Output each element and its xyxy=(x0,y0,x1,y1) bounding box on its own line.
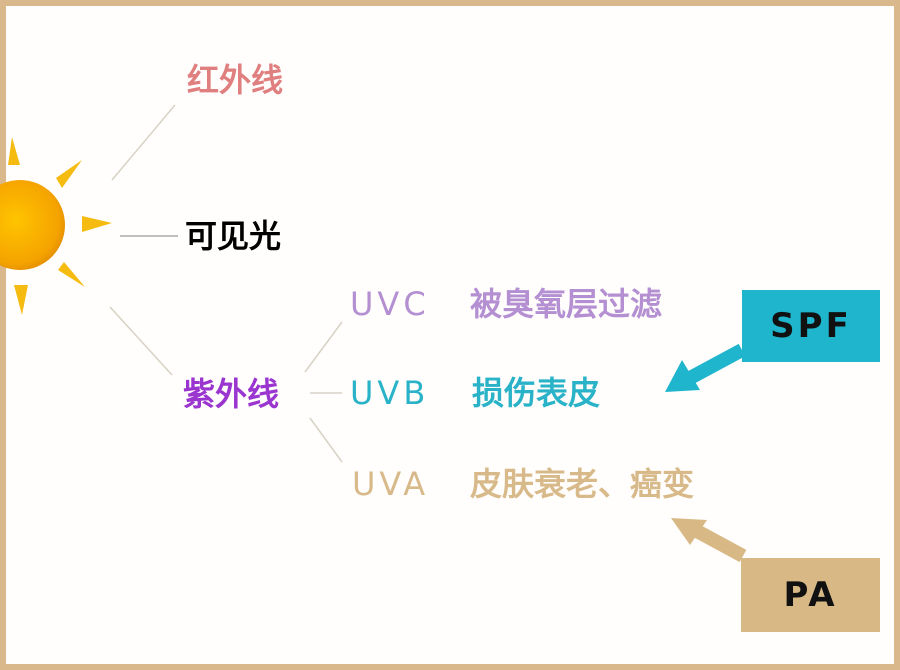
uvb-effect: 损伤表皮 xyxy=(472,374,601,412)
uvb-label: UVB xyxy=(350,374,430,412)
uvc-label: UVC xyxy=(350,285,430,323)
uva-effect: 皮肤衰老、癌变 xyxy=(470,465,695,503)
ultraviolet-label: 紫外线 xyxy=(183,375,280,413)
spf-arrow-icon xyxy=(665,343,746,392)
infrared-label: 红外线 xyxy=(187,61,284,99)
sun-icon xyxy=(0,137,112,315)
uva-label: UVA xyxy=(352,465,430,503)
visible-light-label: 可见光 xyxy=(185,217,282,255)
uvc-effect: 被臭氧层过滤 xyxy=(470,285,663,323)
spf-box: SPF xyxy=(742,290,880,362)
pa-arrow-icon xyxy=(671,518,747,563)
connector-lines xyxy=(109,104,343,463)
pa-box: PA xyxy=(741,558,880,632)
